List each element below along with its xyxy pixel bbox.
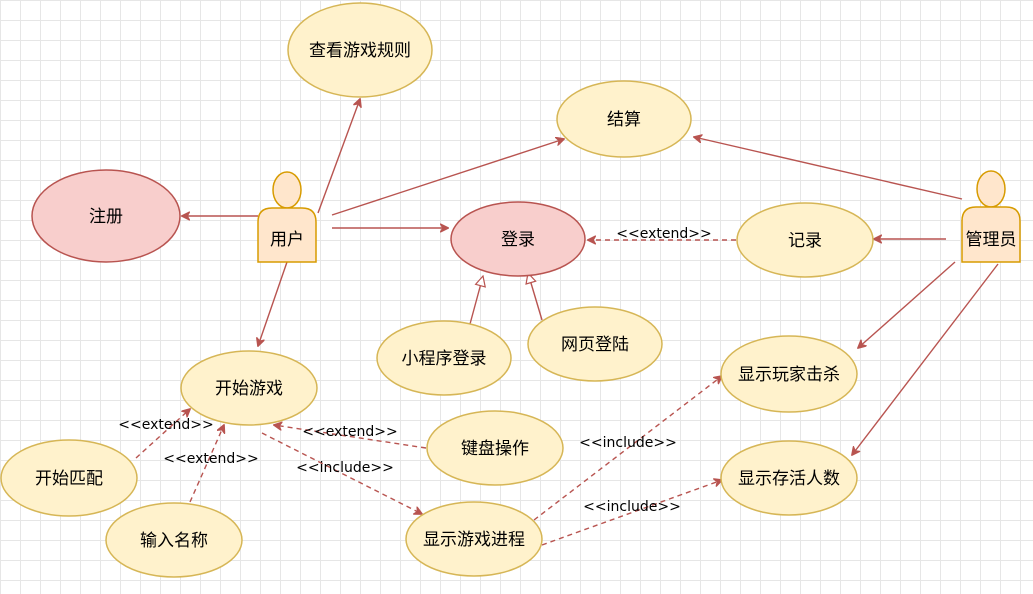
actor-admin-head <box>976 170 1006 208</box>
label-extend-name-start: <<extend>> <box>163 451 258 467</box>
use-case-keyboard[interactable]: 键盘操作 <box>426 410 564 486</box>
use-case-show-alive[interactable]: 显示存活人数 <box>720 440 858 516</box>
use-case-mini-login-label: 小程序登录 <box>402 349 487 369</box>
use-case-start-game-label: 开始游戏 <box>215 379 283 399</box>
label-extend-match-start: <<extend>> <box>118 417 213 433</box>
label-include-start-progress: <<include>> <box>296 460 394 476</box>
web-login-generalizes-login <box>528 273 543 321</box>
start-include-progress <box>261 432 422 514</box>
use-case-record-label: 记录 <box>788 231 822 251</box>
actor-admin[interactable]: 管理员 <box>961 170 1021 263</box>
label-include-progress-alive: <<include>> <box>583 499 681 515</box>
actor-admin-body <box>961 206 1021 263</box>
user-to-view-rules <box>317 99 360 214</box>
actor-user-body <box>257 207 317 263</box>
label-include-progress-kills: <<include>> <box>579 435 677 451</box>
use-case-register-label: 注册 <box>89 207 123 227</box>
use-case-show-alive-label: 显示存活人数 <box>738 469 840 489</box>
admin-to-show-alive <box>852 263 999 455</box>
admin-to-settle <box>694 137 963 200</box>
use-case-start-match[interactable]: 开始匹配 <box>0 439 138 517</box>
user-to-settle <box>331 139 564 216</box>
generalizations <box>469 273 543 325</box>
associations <box>182 99 999 455</box>
relation-labels: <<extend>> <<extend>> <<extend>> <<exten… <box>118 226 711 515</box>
use-case-view-rules-label: 查看游戏规则 <box>309 41 411 61</box>
actor-user-label: 用户 <box>270 230 304 250</box>
progress-include-kills <box>533 376 722 521</box>
admin-to-show-kills <box>858 261 956 348</box>
use-case-login[interactable]: 登录 <box>450 201 586 277</box>
use-case-start-match-label: 开始匹配 <box>35 469 103 489</box>
use-case-input-name-label: 输入名称 <box>140 531 208 551</box>
label-extend-record-login: <<extend>> <box>616 226 711 242</box>
actor-admin-label: 管理员 <box>966 230 1017 250</box>
actor-user-head <box>272 171 302 209</box>
use-case-start-game[interactable]: 开始游戏 <box>180 350 318 426</box>
use-case-mini-login[interactable]: 小程序登录 <box>376 320 512 396</box>
use-case-input-name[interactable]: 输入名称 <box>105 502 243 578</box>
dependencies <box>135 240 736 546</box>
use-cases: 查看游戏规则 结算 注册 登录 记录 小程序登录 网页登陆 开始游戏 <box>0 2 874 578</box>
keyboard-extend-start <box>274 425 427 449</box>
progress-include-alive <box>541 480 722 546</box>
use-case-record[interactable]: 记录 <box>736 202 874 278</box>
use-case-login-label: 登录 <box>501 230 535 250</box>
use-case-keyboard-label: 键盘操作 <box>461 439 529 459</box>
use-case-web-login[interactable]: 网页登陆 <box>527 306 663 382</box>
use-case-register[interactable]: 注册 <box>31 169 181 263</box>
label-extend-keyboard-start: <<extend>> <box>302 424 397 440</box>
use-case-settle[interactable]: 结算 <box>556 80 692 158</box>
actor-user[interactable]: 用户 <box>257 171 317 263</box>
use-case-show-kills-label: 显示玩家击杀 <box>738 365 840 385</box>
use-case-view-rules[interactable]: 查看游戏规则 <box>287 2 433 98</box>
use-case-show-progress[interactable]: 显示游戏进程 <box>405 501 543 577</box>
user-to-start-game <box>258 261 288 346</box>
use-case-settle-label: 结算 <box>607 110 641 130</box>
mini-login-generalizes-login <box>469 276 483 325</box>
use-case-show-kills[interactable]: 显示玩家击杀 <box>720 335 858 413</box>
use-case-show-progress-label: 显示游戏进程 <box>423 530 525 550</box>
use-case-web-login-label: 网页登陆 <box>561 335 629 355</box>
match-extend-start <box>135 409 190 459</box>
